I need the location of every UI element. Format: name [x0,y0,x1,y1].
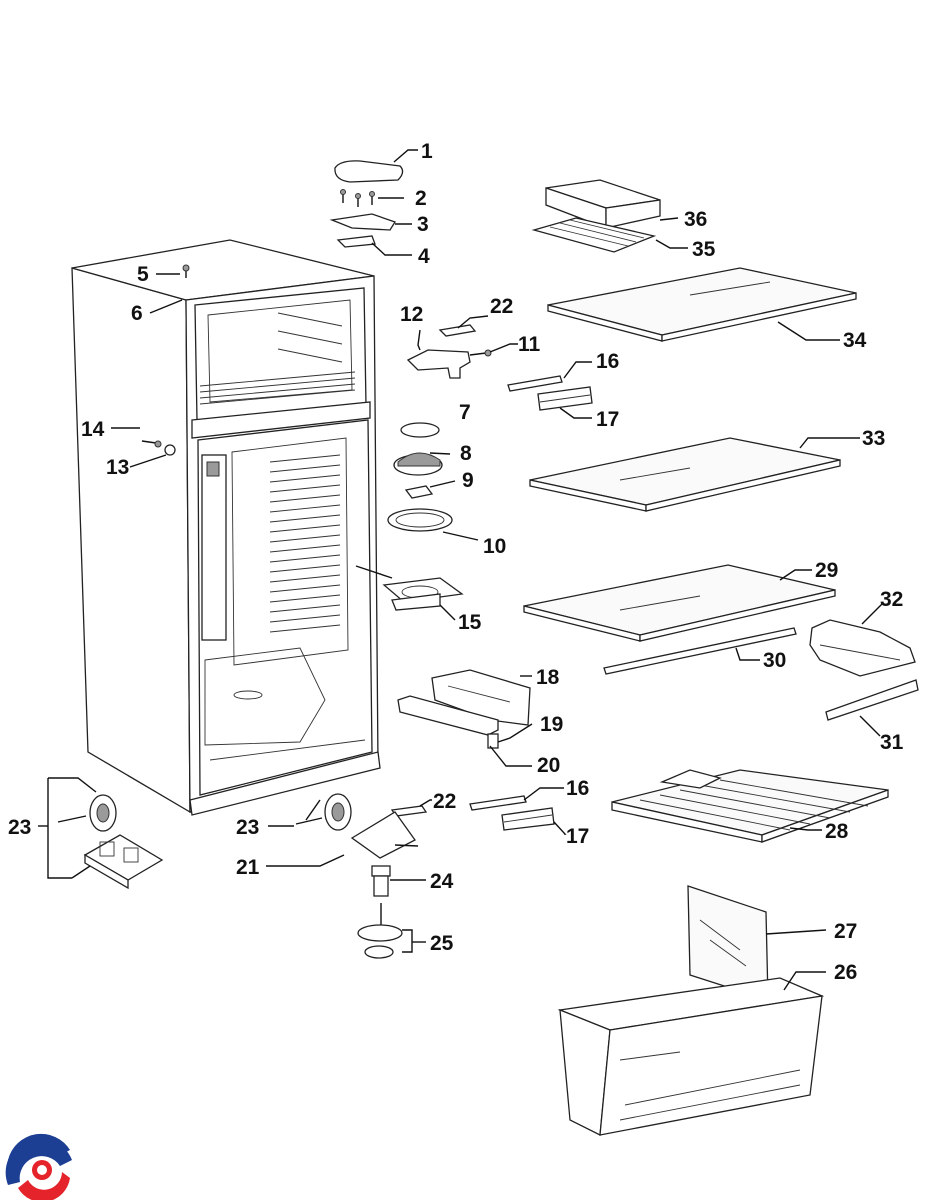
part-13-cap [164,444,176,456]
part-34-shelf [547,267,857,342]
label-15: 15 [458,611,482,634]
label-1: 1 [421,140,433,163]
label-21: 21 [236,856,260,879]
evaporator-fins [269,454,341,633]
label-3: 3 [417,213,429,236]
label-33: 33 [862,427,885,450]
part-23-wheel-left [57,794,117,832]
part-18-cover [431,669,531,726]
part-19-clip [487,733,499,749]
label-27: 27 [834,920,857,943]
brand-logo [5,1133,72,1200]
part-10-lens [387,508,453,532]
part-36-ice-bin [545,179,661,229]
part-30-rail [603,627,797,675]
part-3-bracket [329,213,396,231]
part-32-slide [809,619,916,677]
part-number-labels: 1 2 3 4 5 6 7 8 9 10 11 12 13 14 15 16 1… [8,140,904,984]
part-26-crisper-drawer [557,977,825,1137]
label-29: 29 [815,559,838,582]
label-4: 4 [418,245,430,268]
label-2: 2 [415,187,427,210]
label-8: 8 [460,442,472,465]
part-7-gasket [400,422,440,438]
label-20: 20 [537,754,560,777]
part-20-rail [397,695,499,736]
label-17-upper: 17 [596,408,619,431]
label-12: 12 [400,303,423,326]
label-13: 13 [106,456,129,479]
part-5-screw [182,264,190,278]
crisper-cover-grid [639,779,869,831]
label-30: 30 [763,649,786,672]
label-19: 19 [540,713,563,736]
part-21-bracket [350,811,419,859]
part-24-leveler [371,865,391,897]
label-7: 7 [459,401,471,424]
part-16-clip-upper [507,375,563,392]
label-6: 6 [131,302,143,325]
part-22-top-pin [438,324,477,337]
part-16-clip-lower [469,795,527,811]
label-18: 18 [536,666,560,689]
part-25-foot [357,903,403,959]
label-22-upper: 22 [490,295,513,318]
label-11: 11 [518,333,541,356]
label-22-lower: 22 [433,790,456,813]
label-32: 32 [880,588,903,611]
part-12-hinge [406,349,471,379]
freezer-shelf-grid [199,371,356,405]
part-11-screw [469,349,492,357]
part-1-cover [334,160,404,183]
part-2-screws [340,189,375,207]
label-16-upper: 16 [596,350,619,373]
part-29-shelf [523,564,836,642]
part-17-guide-upper [537,386,593,411]
part-23-wheel-right [295,793,352,831]
label-17-lower: 17 [566,825,589,848]
label-28: 28 [825,820,849,843]
label-31: 31 [880,731,904,754]
part-9-switch [404,485,434,499]
part-14-screw [141,440,162,448]
part-4-clip [336,235,376,248]
part-23-base-left [83,834,164,890]
part-15-fan [355,565,464,611]
label-26: 26 [834,961,857,984]
label-10: 10 [483,535,506,558]
label-16-lower: 16 [566,777,589,800]
label-36: 36 [684,208,707,231]
label-5: 5 [137,263,149,286]
part-8-housing [393,452,443,476]
part-35-ice-tray [531,217,657,253]
label-34: 34 [843,329,867,352]
label-23-right: 23 [236,816,259,839]
label-9: 9 [462,469,474,492]
label-14: 14 [81,418,105,441]
part-33-shelf [529,437,841,512]
leader-lines [38,149,883,991]
part-31-slide [825,679,919,721]
cabinet-body [71,239,381,816]
label-24: 24 [430,870,454,893]
label-25: 25 [430,932,454,955]
label-23-left: 23 [8,816,31,839]
label-35: 35 [692,238,716,261]
part-17-guide-lower [501,807,555,831]
